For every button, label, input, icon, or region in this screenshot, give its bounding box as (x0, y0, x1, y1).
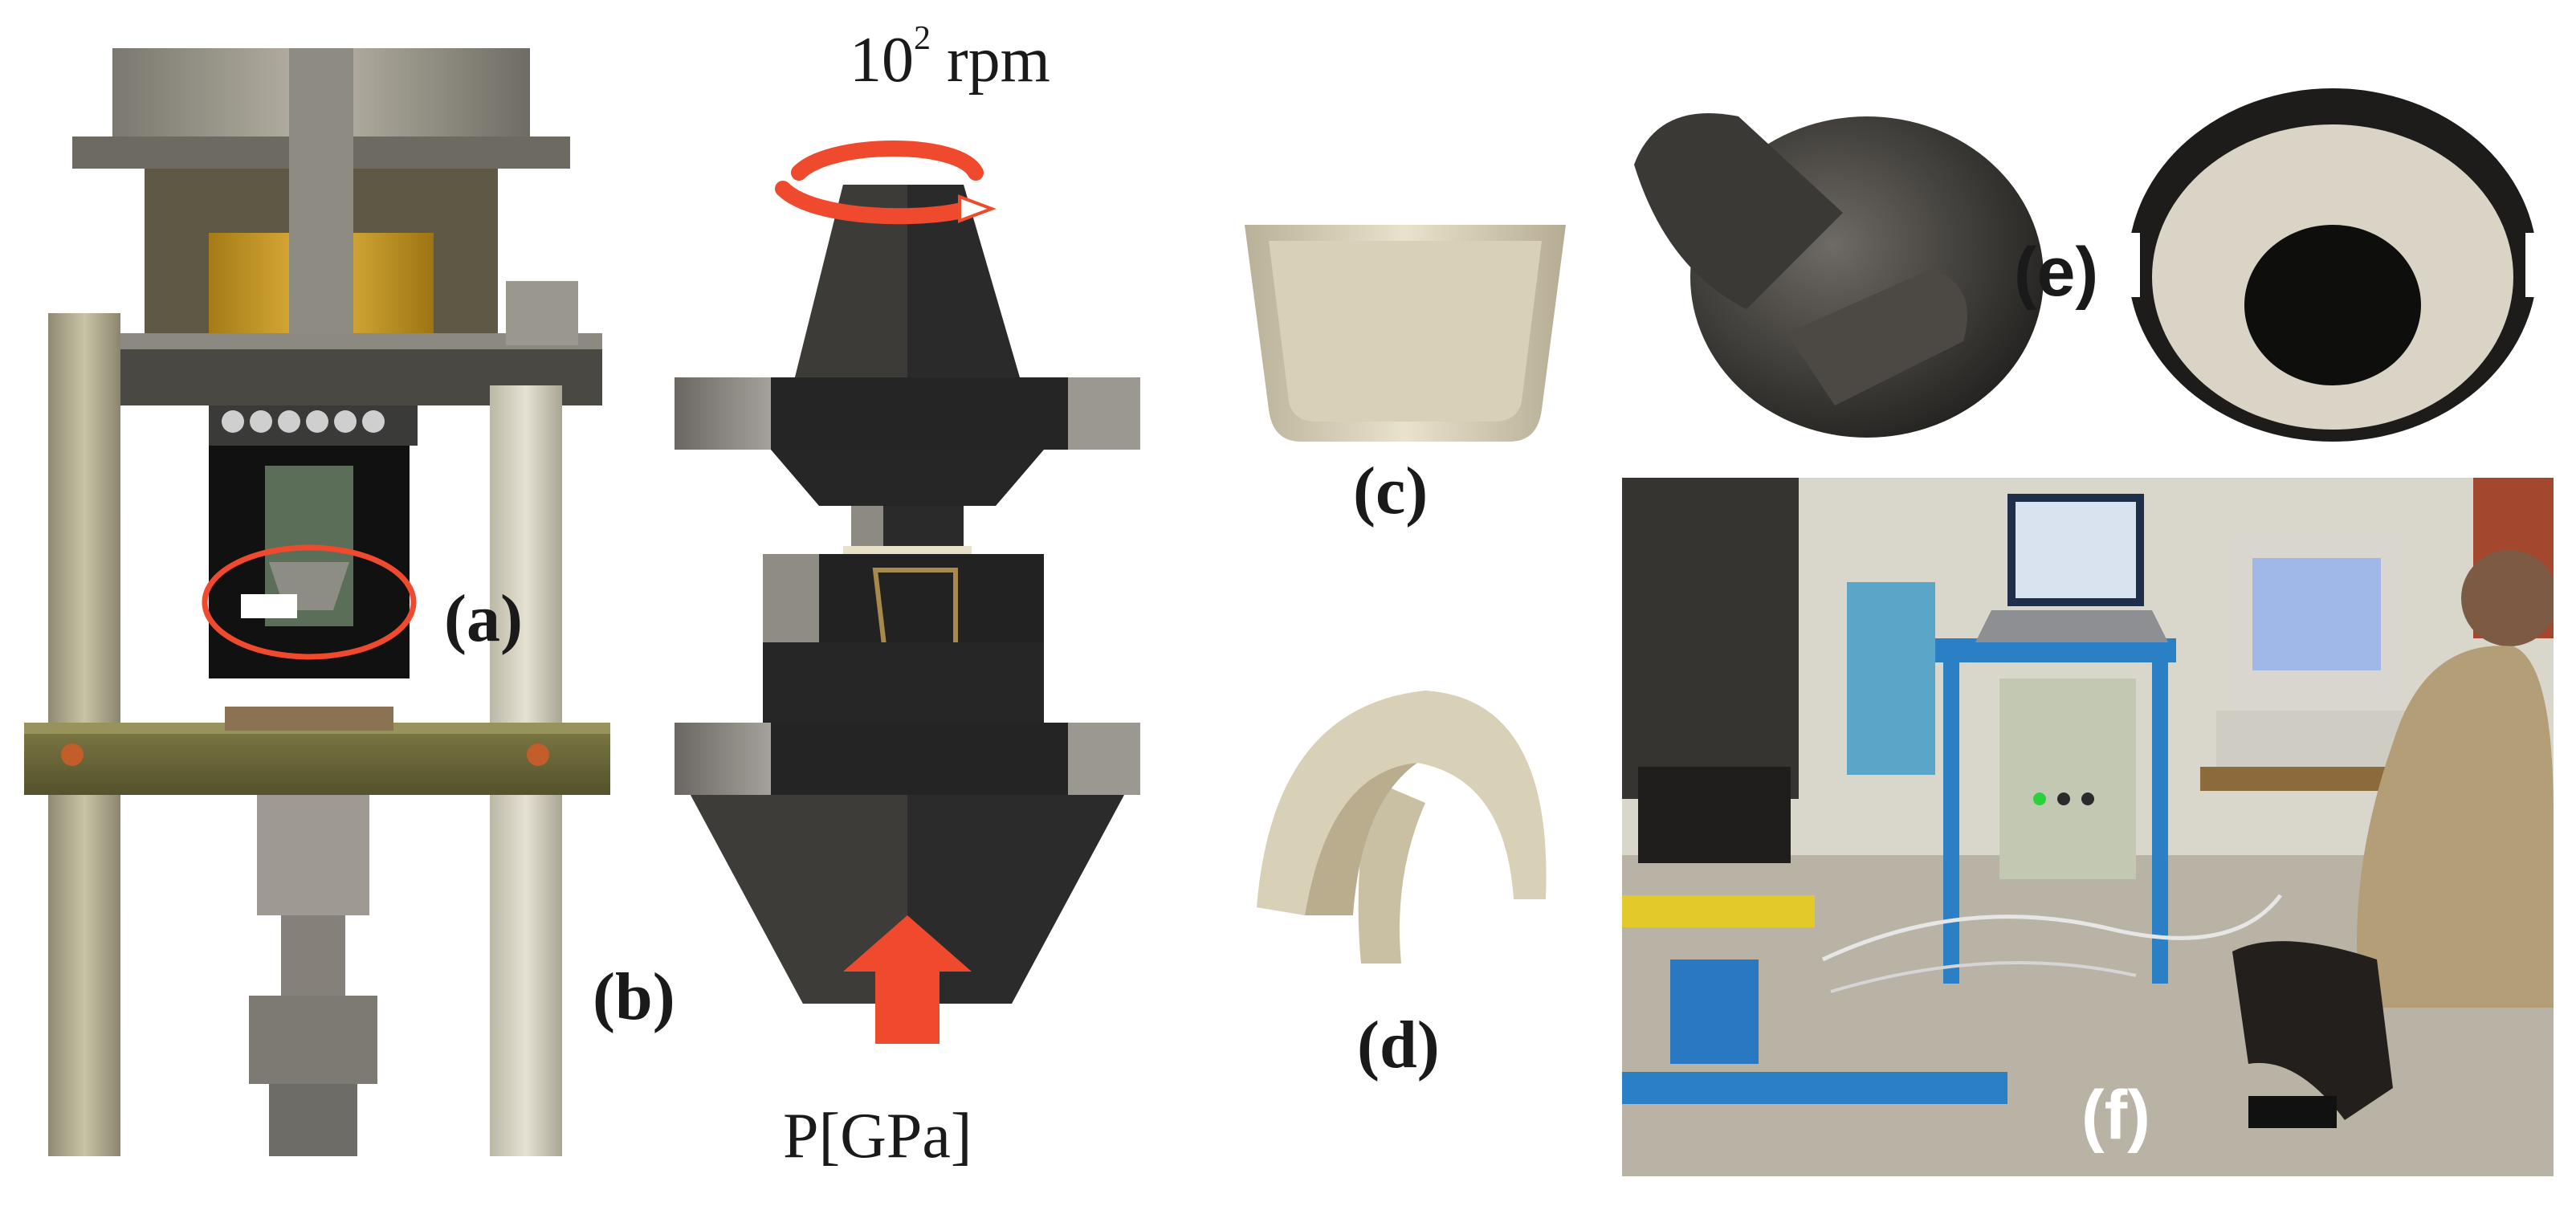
label-b: (b) (593, 960, 675, 1034)
lower-anvil (675, 554, 1140, 1004)
inverter-unit (1847, 582, 1935, 775)
anvil-photo-right (2116, 64, 2550, 450)
operator-legs (2232, 941, 2393, 1120)
anvil-assembly-panel (658, 120, 1156, 1044)
drive-shaft (289, 48, 353, 385)
lab-photo-panel (1622, 478, 2554, 1176)
cables (1821, 894, 2282, 962)
pressure-label: P[GPa] (783, 1101, 972, 1171)
rotation-arrow (767, 141, 1008, 237)
upper-anvil (675, 185, 1140, 562)
rotation-unit: rpm (947, 25, 1050, 96)
anvil-assembly-drawing (675, 185, 1140, 1044)
anvil-stem (1787, 269, 1967, 405)
machine-cutaway-drawing (24, 48, 610, 1156)
sample-cup-panel (1237, 217, 1574, 458)
label-f: (f) (2081, 1077, 2150, 1154)
label-e: (e) (2014, 234, 2099, 311)
sample-dome-panel (1241, 674, 1562, 980)
rotation-speed-label: 102 rpm (850, 20, 1050, 97)
laptop-base (1975, 610, 2168, 642)
operator-head (2461, 550, 2554, 646)
rotation-base: 10 (850, 25, 914, 96)
ring-bore (2244, 225, 2421, 385)
pressure-arrow (843, 915, 972, 1044)
lower-column (257, 795, 369, 915)
anvil-photo-left (1602, 68, 2052, 446)
bolt-head (506, 281, 578, 345)
yellow-guard (1622, 895, 1815, 927)
label-d: (d) (1357, 1008, 1440, 1082)
label-c: (c) (1353, 454, 1429, 528)
control-cabinet (1999, 678, 2136, 879)
machine-cutaway-panel (24, 48, 634, 1156)
highlight-ellipse (202, 544, 417, 660)
cross-beam (24, 723, 610, 795)
rotation-exponent: 2 (914, 20, 931, 57)
sample-dome (1257, 691, 1547, 915)
anvil-cone (1634, 113, 1843, 309)
operator-coat (2357, 646, 2554, 1008)
bearing-balls (222, 410, 385, 433)
label-a: (a) (444, 581, 523, 656)
lab-machine (1622, 478, 1799, 799)
